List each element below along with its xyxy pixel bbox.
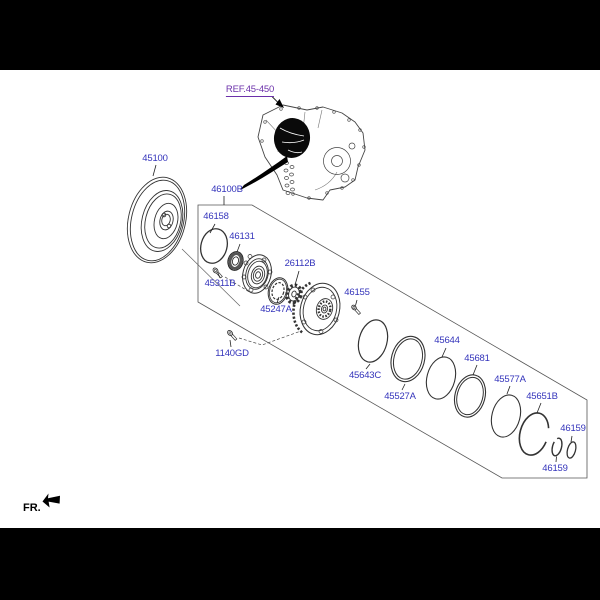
ring-46159-second	[566, 441, 577, 459]
leader-lines	[152, 164, 573, 463]
transmission-case-drawing	[257, 104, 366, 201]
bolt-46155-drawing	[351, 304, 361, 316]
bolt-1140gd-drawing	[227, 330, 238, 341]
part-label-46131[interactable]: 46131	[229, 231, 255, 242]
case-to-group-swoosh	[240, 156, 288, 190]
bottom-letterbox-bar	[0, 528, 600, 600]
part-label-46159-upper[interactable]: 46159	[560, 423, 586, 434]
case-opening	[273, 118, 311, 158]
part-label-45311b[interactable]: 45311B	[204, 278, 236, 289]
part-label-45644[interactable]: 45644	[434, 335, 460, 346]
torque-converter-drawing	[126, 176, 188, 264]
fr-direction-label: FR.	[23, 502, 41, 514]
ring-45681	[453, 374, 487, 418]
pump-housing-drawing	[241, 254, 273, 294]
bolt-45311b-drawing	[212, 267, 223, 279]
part-label-45651b[interactable]: 45651B	[526, 391, 558, 402]
part-label-46158[interactable]: 46158	[203, 211, 229, 222]
ring-45527a	[390, 335, 426, 383]
ring-45643c	[357, 319, 389, 363]
assembly-axis-line	[181, 248, 241, 307]
ring-45577a	[490, 394, 522, 438]
ring-45644	[425, 356, 457, 400]
part-label-1140gd[interactable]: 1140GD	[215, 348, 249, 359]
snap-ring-45651b	[518, 412, 550, 456]
part-label-26112b[interactable]: 26112B	[284, 258, 316, 269]
ref-leader-arrow	[271, 96, 284, 108]
part-label-45247a[interactable]: 45247A	[260, 304, 292, 315]
case-perimeter-bolts	[260, 106, 366, 200]
seal-drawing	[227, 251, 244, 271]
part-label-45643c[interactable]: 45643C	[348, 370, 382, 381]
case-flange-holes	[283, 161, 295, 195]
pump-group-boundary	[197, 204, 588, 479]
install-path-lines	[224, 276, 302, 346]
oring-drawing	[200, 228, 228, 264]
ring-46159-first	[551, 437, 563, 457]
part-label-45577a[interactable]: 45577A	[494, 374, 526, 385]
part-label-46100b[interactable]: 46100B	[211, 184, 243, 195]
part-label-46159-lower[interactable]: 46159	[542, 463, 568, 474]
pump-cover-drawing	[292, 281, 341, 336]
front-direction-arrow-icon	[42, 493, 60, 508]
top-letterbox-bar	[0, 0, 600, 70]
part-label-46155[interactable]: 46155	[344, 287, 370, 298]
part-label-45527a[interactable]: 45527A	[384, 391, 416, 402]
part-label-45100[interactable]: 45100	[142, 153, 168, 164]
ref-45-450-link[interactable]: REF.45-450	[225, 84, 275, 97]
part-label-45681[interactable]: 45681	[464, 353, 490, 364]
ring-set-drawing	[357, 319, 577, 459]
